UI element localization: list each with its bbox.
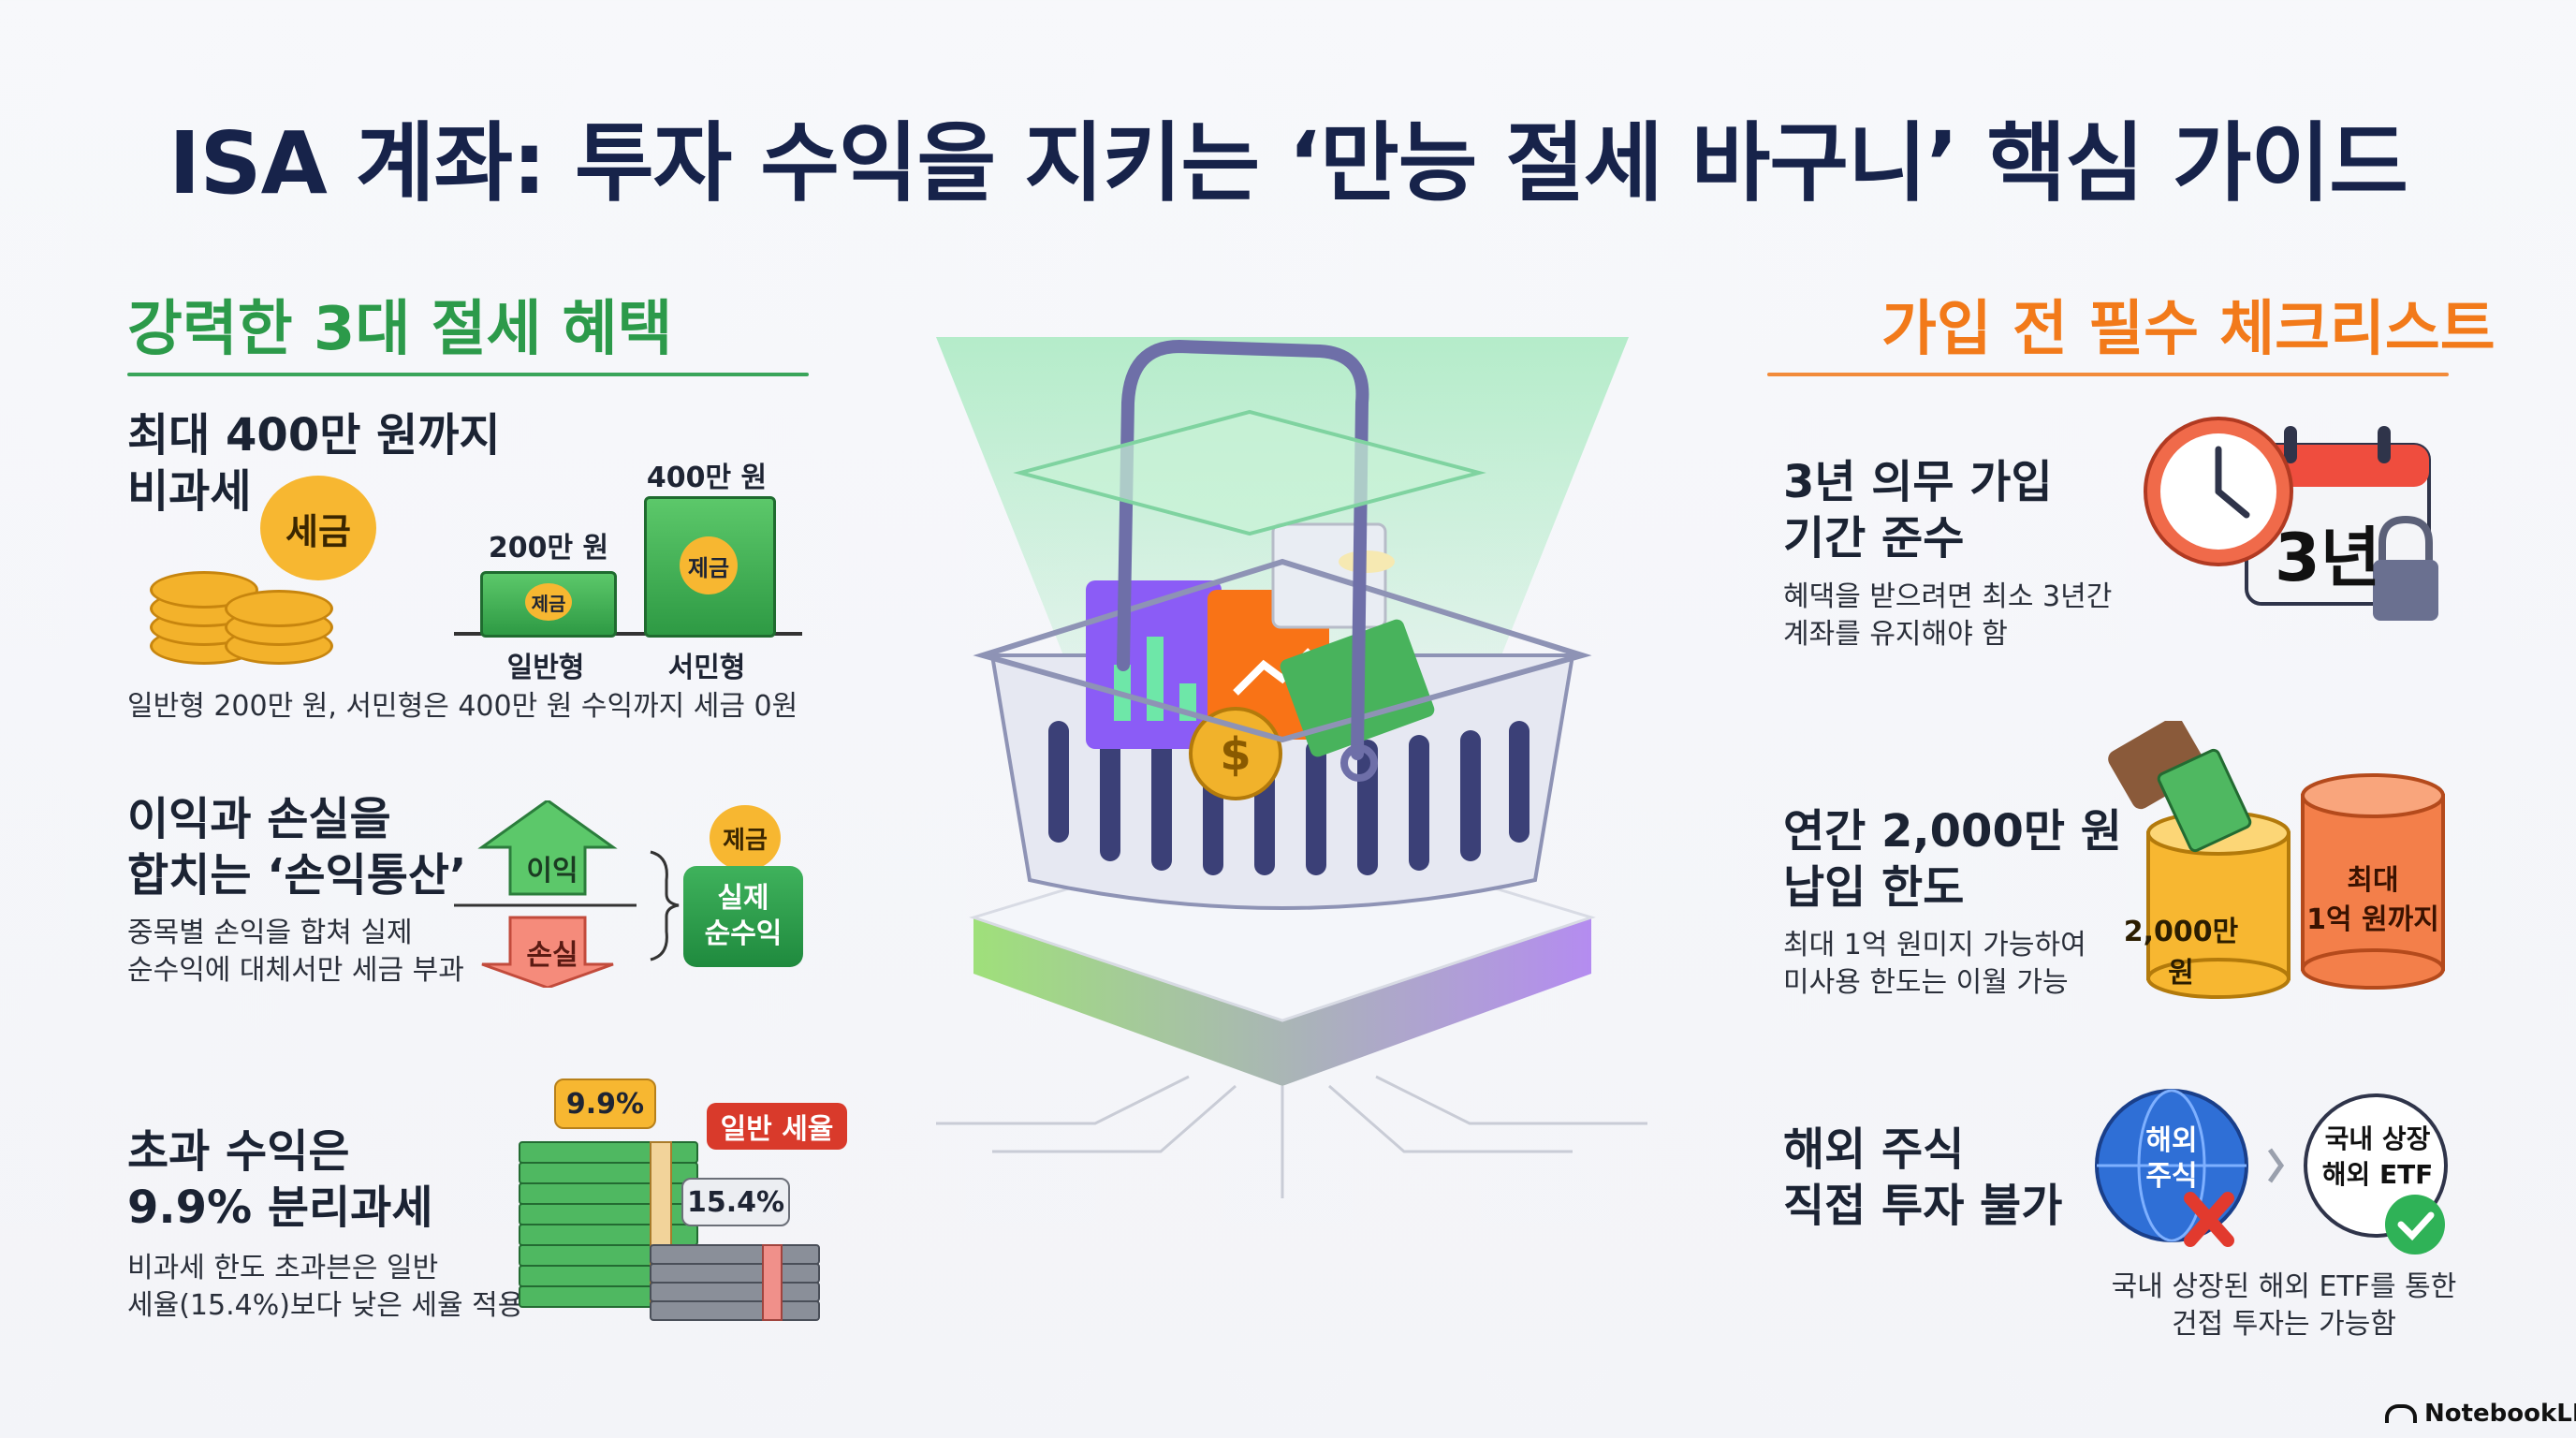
calendar-3yr-text: 3년 bbox=[2275, 520, 2381, 596]
check1-title-line2: 기간 준수 bbox=[1783, 512, 1965, 565]
benefit3-desc: 비과세 한도 초과븐은 일반 세율(15.4%)보다 낮은 세율 적용 bbox=[127, 1250, 523, 1325]
etf-circle-line2: 해외 ETF bbox=[2321, 1159, 2434, 1190]
rate-9-9-bubble: 9.9% bbox=[554, 1078, 656, 1129]
isa-basket-illustration: $ bbox=[936, 337, 1647, 1198]
check2-desc: 최대 1억 원미지 가능하여 미사용 한도는 이월 가능 bbox=[1783, 927, 2086, 1002]
bar-general: 제금 bbox=[480, 571, 617, 638]
check3-desc-line1: 국내 상장된 해외 ETF를 통한 bbox=[2111, 1270, 2457, 1303]
net-profit-line2: 순수익 bbox=[704, 917, 783, 950]
tax-bubble: 세금 bbox=[260, 476, 376, 580]
coin-stack-icon bbox=[140, 534, 356, 665]
bar-low-income: 제금 bbox=[644, 496, 776, 638]
max-limit-line1: 최대 bbox=[2347, 864, 2399, 897]
benefit2-title: 이익과 손실을 합치는 ‘손익통산’ bbox=[127, 791, 466, 903]
footer-brand: NotebookLM bbox=[2385, 1400, 2576, 1428]
check2-title: 연간 2,000만 원 납입 한도 bbox=[1783, 803, 2122, 916]
benefit1-title-line2: 비과세 bbox=[127, 465, 252, 518]
bar-small-value: 200만 원 bbox=[488, 532, 609, 565]
benefit3-desc-line1: 비과세 한도 초과븐은 일반 bbox=[127, 1252, 439, 1284]
benefit3-title: 초과 수익은 9.9% 분리과세 bbox=[127, 1123, 432, 1236]
savings-cans-icon bbox=[2108, 721, 2445, 999]
check3-title-line1: 해외 주식 bbox=[1783, 1123, 1965, 1176]
right-heading-underline bbox=[1767, 373, 2449, 376]
profit-label: 이익 bbox=[526, 855, 578, 888]
bar-baseline bbox=[454, 632, 802, 636]
clock-calendar-lock-icon bbox=[2144, 417, 2438, 621]
benefit1-title-line1: 최대 400만 원까지 bbox=[127, 409, 501, 462]
general-rate-bubble: 일반 세율 bbox=[707, 1103, 847, 1150]
benefit3-title-line2: 9.9% 분리과세 bbox=[127, 1181, 433, 1234]
check2-title-line1: 연간 2,000만 원 bbox=[1783, 805, 2122, 858]
benefit2-desc: 중목별 손익을 합쳐 실제 순수익에 대체서만 세금 부과 bbox=[127, 915, 464, 990]
benefit3-title-line1: 초과 수익은 bbox=[127, 1125, 350, 1178]
right-section-heading: 가입 전 필수 체크리스트 bbox=[1881, 295, 2496, 364]
benefit2-title-line1: 이익과 손실을 bbox=[127, 793, 391, 845]
bar-big-value: 400만 원 bbox=[646, 462, 768, 494]
profit-loss-arrows-icon bbox=[454, 800, 680, 988]
check1-title-line1: 3년 의무 가입 bbox=[1783, 456, 2053, 508]
brand-name: NotebookLM bbox=[2424, 1400, 2576, 1428]
check1-title: 3년 의무 가입 기간 준수 bbox=[1783, 454, 2053, 566]
check2-desc-line2: 미사용 한도는 이월 가능 bbox=[1783, 966, 2069, 999]
domestic-etf-circle-label: 국내 상장 해외 ETF bbox=[2307, 1122, 2448, 1193]
benefit1-title: 최대 400만 원까지 비과세 bbox=[127, 407, 501, 520]
etf-circle-line1: 국내 상장 bbox=[2324, 1123, 2431, 1154]
net-profit-box: 실제 순수익 bbox=[683, 866, 803, 967]
globe-line1: 해외 bbox=[2145, 1124, 2198, 1157]
check3-desc-line2: 건접 투자는 가능함 bbox=[2172, 1308, 2396, 1341]
check1-desc-line1: 혜댁을 받으려면 최소 3년간 bbox=[1783, 580, 2113, 613]
overseas-stock-globe-label: 해외 주식 bbox=[2125, 1123, 2218, 1195]
benefit2-desc-line1: 중목별 손익을 합쳐 실제 bbox=[127, 917, 413, 949]
net-tax-bubble: 제금 bbox=[710, 805, 781, 871]
globe-etf-comparison-icon bbox=[2095, 1089, 2448, 1255]
rate-15-4-bubble: 15.4% bbox=[681, 1178, 790, 1226]
check1-desc-line2: 계좌를 유지해야 함 bbox=[1783, 618, 2008, 651]
bar-big-badge: 제금 bbox=[680, 536, 738, 594]
benefit1-desc: 일반형 200만 원, 서민형은 400만 원 수익까지 세금 0원 bbox=[127, 690, 798, 723]
bar-small-badge: 제금 bbox=[525, 583, 572, 621]
check1-desc: 혜댁을 받으려면 최소 3년간 계좌를 유지해야 함 bbox=[1783, 579, 2112, 653]
notebooklm-logo-icon bbox=[2385, 1404, 2417, 1423]
max-limit-line2: 1억 원까지 bbox=[2306, 903, 2439, 936]
net-profit-line1: 실제 bbox=[717, 882, 769, 915]
page-title: ISA 계좌: 투자 수익을 지키는 ‘만능 절세 바구니’ 핵심 가이드 bbox=[168, 113, 2408, 213]
bar-small-label: 일반형 bbox=[506, 652, 585, 684]
check3-title: 해외 주식 직접 투자 불가 bbox=[1783, 1122, 2062, 1234]
check3-title-line2: 직접 투자 불가 bbox=[1783, 1180, 2063, 1232]
max-limit-can-label: 최대 1억 원까지 bbox=[2303, 861, 2443, 940]
check3-desc: 국내 상장된 해외 ETF를 통한 건접 투자는 가능함 bbox=[2087, 1269, 2481, 1343]
money-stacks-icon bbox=[519, 1141, 820, 1321]
left-heading-underline bbox=[127, 373, 809, 376]
bar-big-label: 서민형 bbox=[667, 652, 746, 684]
svg-text:$: $ bbox=[1220, 728, 1251, 781]
globe-line2: 주식 bbox=[2145, 1160, 2198, 1193]
check2-desc-line1: 최대 1억 원미지 가능하여 bbox=[1783, 929, 2086, 961]
benefit3-desc-line2: 세율(15.4%)보다 낮은 세율 적용 bbox=[127, 1289, 524, 1322]
loss-label: 손실 bbox=[526, 939, 578, 972]
benefit2-title-line2: 합치는 ‘손익통산’ bbox=[127, 849, 467, 902]
check2-title-line2: 납입 한도 bbox=[1783, 861, 1965, 914]
left-section-heading: 강력한 3대 절세 혜택 bbox=[127, 295, 673, 364]
annual-limit-can-label: 2,000만 원 bbox=[2123, 916, 2239, 990]
benefit2-desc-line2: 순수익에 대체서만 세금 부과 bbox=[127, 954, 464, 987]
